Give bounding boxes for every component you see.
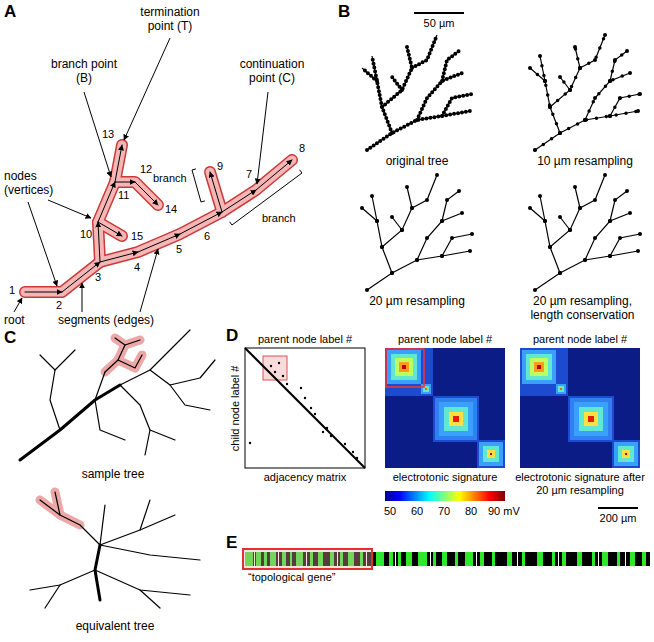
tick-label: 60 [407, 505, 427, 518]
node-number: 13 [102, 128, 114, 141]
node-number: 3 [95, 271, 101, 284]
tick-label: 80 [461, 505, 481, 518]
node-number: 4 [134, 261, 140, 274]
axis-label: parent node label # [520, 333, 640, 346]
node-number: 12 [140, 163, 152, 176]
node-number: 6 [204, 230, 210, 243]
sample-tree [20, 330, 215, 460]
tree-caption: 20 µm resampling [357, 295, 477, 309]
scale-label: 200 µm [593, 512, 643, 525]
gene-label: “topological gene” [248, 571, 335, 584]
matrix-caption: electrotonic signature after 20 µm resam… [515, 471, 645, 496]
node-number: 10 [80, 228, 92, 241]
tick-label: 90 mV [488, 505, 520, 518]
callout-label: nodes (vertices) [4, 170, 64, 198]
callout-label: root [4, 314, 25, 328]
scale-label: 50 µm [412, 17, 466, 30]
callout-label: termination point (T) [128, 6, 212, 34]
matrix-caption: electrotonic signature [380, 471, 510, 484]
callout-label: continuation point (C) [226, 58, 318, 86]
tree-caption: equivalent tree [55, 620, 175, 634]
callout-label: segments (edges) [58, 314, 154, 328]
node-number: 14 [165, 203, 177, 216]
tree-caption: 10 µm resampling [525, 155, 645, 169]
node-number: 2 [56, 299, 62, 312]
tree-caption: sample tree [58, 468, 168, 482]
node-number: 11 [118, 189, 129, 202]
axis-label: parent node label # [245, 333, 365, 346]
node-number: 15 [131, 230, 143, 243]
scale-bar [414, 12, 464, 14]
panel-letter: D [226, 326, 238, 346]
adjacency-matrix [245, 348, 365, 468]
axis-label: parent node label # [385, 333, 505, 346]
tick-label: 70 [434, 505, 454, 518]
electrotonic-heatmap [385, 348, 640, 468]
colorbar [385, 491, 505, 501]
matrix-caption: adjacency matrix [245, 471, 365, 484]
node-number: 1 [9, 284, 15, 297]
tree-caption: 20 µm resampling, length conservation [520, 295, 645, 323]
leader-lines [14, 38, 268, 312]
panel-letter: E [226, 533, 237, 553]
node-number: 5 [176, 243, 182, 256]
scale-bar [598, 507, 638, 509]
tick-label: 50 [380, 505, 400, 518]
node-number: 8 [299, 142, 305, 155]
node-number: 9 [217, 160, 223, 173]
panel-letter: C [4, 328, 16, 348]
axis-label: child node label # [230, 365, 243, 451]
tube-tree [25, 145, 292, 292]
tree-caption: original tree [357, 155, 477, 169]
node-number: 7 [246, 168, 252, 181]
branch-bracket [192, 169, 302, 225]
panel-letter: A [4, 2, 16, 22]
callout-label: branch point (B) [46, 58, 122, 86]
equivalent-tree [30, 492, 200, 608]
topological-barcode [243, 549, 650, 569]
bracket-label: branch [262, 212, 296, 225]
panel-letter: B [338, 2, 350, 22]
bracket-label: branch [153, 172, 187, 185]
